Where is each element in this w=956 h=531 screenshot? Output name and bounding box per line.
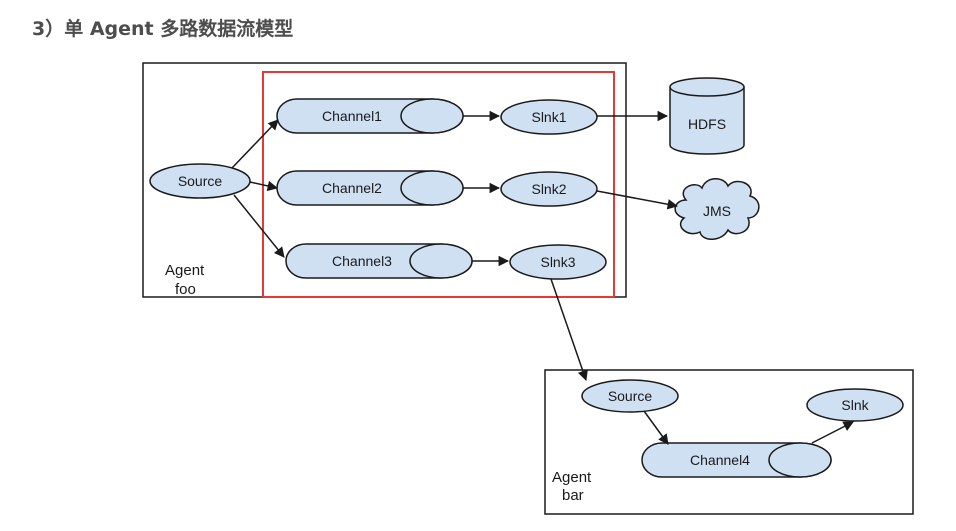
agent-bar-label-line1: Agent — [552, 469, 592, 486]
bar-sink-label: Slnk — [841, 397, 869, 413]
source-label: Source — [178, 173, 223, 189]
arrow-source-channel3 — [233, 194, 285, 258]
channel4-label: Channel4 — [690, 452, 750, 468]
agent-foo-label-line1: Agent — [165, 262, 205, 279]
bar-sink-node — [806, 388, 904, 422]
agent-bar-label-line2: bar — [562, 487, 584, 504]
sink1-node — [500, 99, 598, 135]
hdfs-cylinder — [669, 77, 745, 155]
arrow-source-channel2 — [249, 180, 279, 192]
agent-foo-label-line2: foo — [175, 281, 196, 298]
sink3-node — [509, 244, 607, 280]
channel1-node — [276, 98, 464, 134]
hdfs-label: HDFS — [688, 116, 726, 132]
arrow-sink3-bar-source — [550, 278, 588, 381]
jms-label: JMS — [703, 203, 731, 219]
sink1-label: Slnk1 — [531, 109, 566, 125]
sink2-node — [500, 171, 598, 207]
page-title: 3）单 Agent 多路数据流模型 — [32, 18, 294, 40]
channel3-label: Channel3 — [332, 253, 392, 269]
bar-source-label: Source — [608, 388, 653, 404]
arrow-channel4-bar-sink — [811, 421, 854, 444]
channel3-node — [285, 243, 473, 279]
bar-source-node — [581, 379, 679, 413]
agent-bar-box — [544, 369, 914, 515]
channel2-label: Channel2 — [322, 180, 382, 196]
sink2-label: Slnk2 — [531, 181, 566, 197]
channel2-node — [276, 170, 464, 206]
jms-cloud — [674, 178, 760, 240]
channel1-label: Channel1 — [322, 108, 382, 124]
arrow-sink2-jms — [596, 190, 679, 210]
source-node — [149, 163, 251, 199]
arrow-source-channel1 — [231, 119, 279, 169]
arrow-bar-source-channel4 — [643, 410, 669, 445]
sink3-label: Slnk3 — [540, 254, 575, 270]
channel4-node — [641, 442, 832, 478]
